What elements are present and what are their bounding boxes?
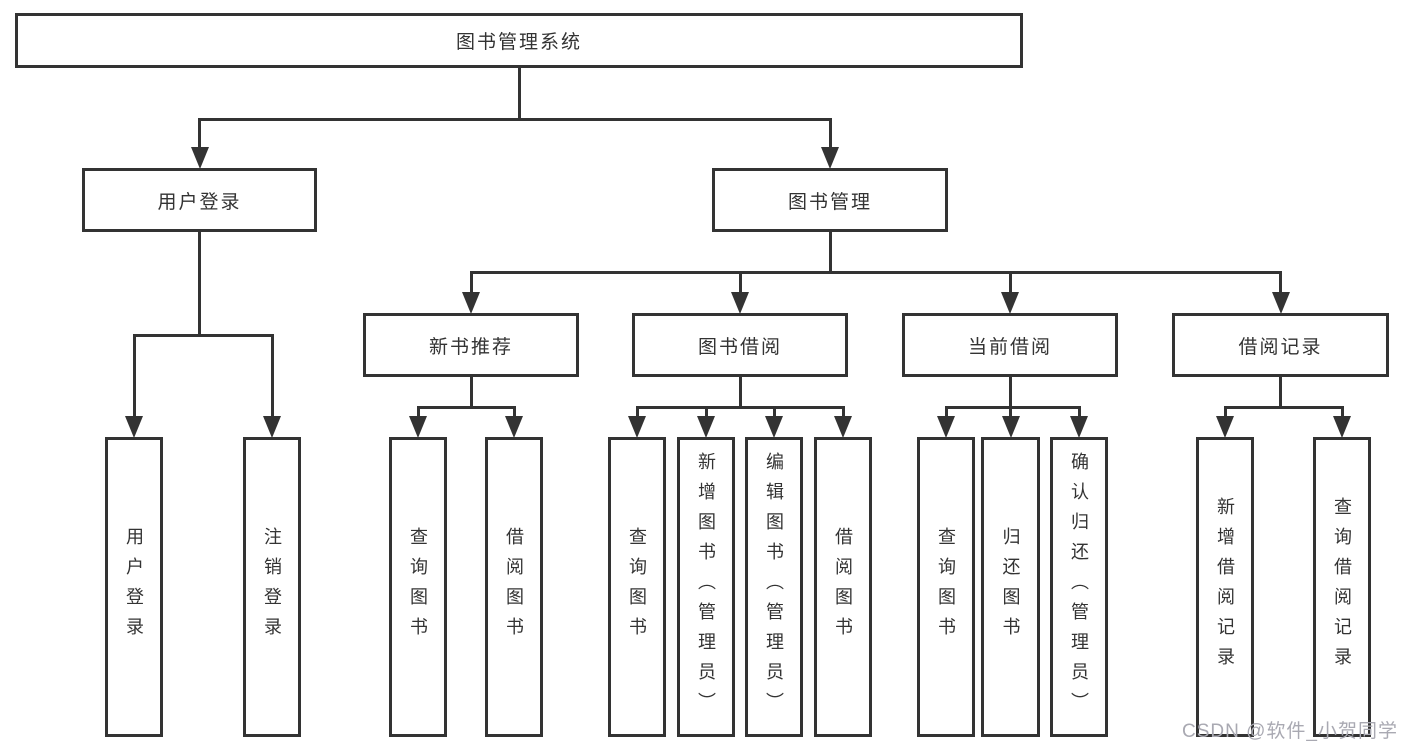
- edge-stem-user-login: [198, 231, 201, 337]
- arrowhead-down-icon-user-login: [190, 147, 209, 169]
- node-borrowing-records: 借阅记录: [1172, 313, 1389, 377]
- node-borrowing-add-books-admin: 新增图书（管理员）: [677, 437, 735, 737]
- node-user-login-action: 用户登录: [105, 437, 163, 737]
- node-current-confirm-return-admin: 确认归还（管理员）: [1050, 437, 1108, 737]
- arrowhead-down-icon-borrowing-edit-books-admin: [765, 416, 783, 438]
- node-label-new-book-recommendation: 新书推荐: [428, 336, 513, 358]
- node-current-return-books: 归还图书: [981, 437, 1040, 737]
- node-book-borrowing: 图书借阅: [632, 313, 848, 377]
- edge-drop-new-book-recommendation: [469, 272, 473, 309]
- edge-bus-new-book-recommendation: [416, 405, 516, 409]
- node-user-login: 用户登录: [82, 168, 317, 232]
- node-label-borrowing-borrow-books: 借阅图书: [833, 527, 853, 647]
- node-label-user-login-action: 用户登录: [124, 527, 144, 647]
- node-current-query-books: 查询图书: [917, 437, 975, 737]
- node-label-borrowing-add-books-admin: 新增图书（管理员）: [696, 452, 716, 722]
- node-label-records-add-borrow-record: 新增借阅记录: [1215, 497, 1235, 677]
- arrowhead-down-icon-current-return-books: [1001, 416, 1020, 438]
- node-borrowing-query-books: 查询图书: [608, 437, 666, 737]
- node-label-records-query-borrow-record: 查询借阅记录: [1332, 497, 1352, 677]
- edge-stem-new-book-recommendation: [469, 376, 473, 409]
- node-label-book-borrowing: 图书借阅: [697, 336, 782, 358]
- node-borrowing-edit-books-admin: 编辑图书（管理员）: [745, 437, 803, 737]
- node-label-user-login: 用户登录: [157, 191, 242, 213]
- edge-bus-library-management-system: [198, 117, 832, 121]
- node-library-management-system: 图书管理系统: [15, 13, 1023, 68]
- node-logout-action: 注销登录: [243, 437, 301, 737]
- edge-drop-borrowing-records: [1279, 272, 1282, 309]
- edge-bus-book-management: [469, 270, 1282, 274]
- node-label-current-return-books: 归还图书: [1000, 527, 1021, 647]
- edge-stem-borrowing-records: [1279, 376, 1282, 409]
- edge-drop-user-login-action: [132, 335, 136, 433]
- edge-drop-current-borrowing: [1008, 272, 1012, 309]
- arrowhead-down-icon-records-add-borrow-record: [1216, 416, 1234, 438]
- arrowhead-down-icon-user-login-action: [125, 416, 143, 438]
- edge-bus-borrowing-records: [1223, 405, 1344, 409]
- arrowhead-down-icon-recommend-query-books: [409, 416, 427, 438]
- edge-drop-user-login: [198, 119, 201, 164]
- edge-drop-logout-action: [270, 335, 274, 433]
- edge-stem-library-management-system: [517, 67, 521, 121]
- arrowhead-down-icon-current-confirm-return-admin: [1070, 416, 1088, 438]
- node-label-current-confirm-return-admin: 确认归还（管理员）: [1069, 452, 1089, 722]
- node-label-borrowing-query-books: 查询图书: [627, 527, 647, 647]
- node-label-current-query-books: 查询图书: [936, 527, 956, 647]
- node-label-recommend-query-books: 查询图书: [408, 527, 428, 647]
- node-records-add-borrow-record: 新增借阅记录: [1196, 437, 1254, 737]
- edge-bus-current-borrowing: [944, 405, 1081, 409]
- edge-bus-user-login: [132, 333, 274, 337]
- node-current-borrowing: 当前借阅: [902, 313, 1118, 377]
- arrowhead-down-icon-borrowing-borrow-books: [834, 416, 852, 438]
- node-label-book-management: 图书管理: [787, 191, 872, 213]
- arrowhead-down-icon-borrowing-add-books-admin: [697, 416, 715, 438]
- edge-stem-book-borrowing: [738, 376, 742, 409]
- edge-stem-current-borrowing: [1008, 376, 1012, 409]
- edge-stem-book-management: [828, 231, 832, 274]
- arrowhead-down-icon-records-query-borrow-record: [1333, 416, 1351, 438]
- node-records-query-borrow-record: 查询借阅记录: [1313, 437, 1371, 737]
- node-label-borrowing-records: 借阅记录: [1238, 336, 1323, 358]
- node-label-library-management-system: 图书管理系统: [455, 32, 582, 53]
- arrowhead-down-icon-new-book-recommendation: [462, 292, 480, 314]
- arrowhead-down-icon-logout-action: [263, 416, 281, 438]
- edge-drop-book-management: [828, 119, 832, 164]
- arrowhead-down-icon-current-borrowing: [1001, 292, 1019, 314]
- arrowhead-down-icon-book-borrowing: [731, 292, 749, 314]
- node-new-book-recommendation: 新书推荐: [363, 313, 579, 377]
- edge-bus-book-borrowing: [635, 405, 845, 409]
- node-label-borrowing-edit-books-admin: 编辑图书（管理员）: [764, 452, 784, 722]
- csdn-watermark: CSDN @软件_小贺同学: [1182, 721, 1398, 742]
- arrowhead-down-icon-book-management: [821, 147, 839, 169]
- node-borrowing-borrow-books: 借阅图书: [814, 437, 872, 737]
- arrowhead-down-icon-borrowing-records: [1271, 292, 1290, 314]
- node-recommend-borrow-books: 借阅图书: [485, 437, 543, 737]
- node-label-logout-action: 注销登录: [262, 527, 282, 647]
- arrowhead-down-icon-recommend-borrow-books: [505, 416, 523, 438]
- edge-drop-book-borrowing: [738, 272, 742, 309]
- node-book-management: 图书管理: [712, 168, 948, 232]
- arrowhead-down-icon-borrowing-query-books: [628, 416, 646, 438]
- node-label-recommend-borrow-books: 借阅图书: [504, 527, 524, 647]
- node-label-current-borrowing: 当前借阅: [967, 336, 1052, 358]
- arrowhead-down-icon-current-query-books: [937, 416, 955, 438]
- node-recommend-query-books: 查询图书: [389, 437, 447, 737]
